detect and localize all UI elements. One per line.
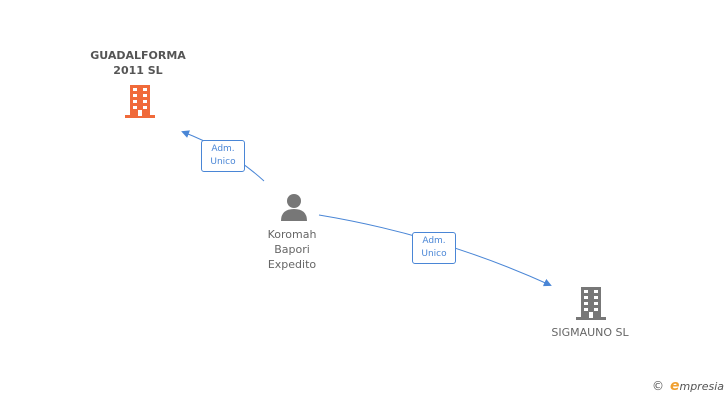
edge-label-line1: Adm. [422,236,446,246]
building-icon[interactable] [575,286,607,320]
edge-label-line1: Adm. [211,144,235,154]
company-name-line1: SIGMAUNO SL [551,326,629,339]
company-node-guadalforma-label[interactable]: GUADALFORMA 2011 SL [78,48,198,78]
company-name-line2: 2011 SL [113,64,163,77]
company-node-sigmauno-label[interactable]: SIGMAUNO SL [530,325,650,340]
edge-label-adm-unico[interactable]: Adm. Unico [201,140,245,172]
brand-watermark: © empresia [652,378,724,394]
person-icon[interactable] [279,192,309,222]
person-node-label[interactable]: Koromah Bapori Expedito [242,227,342,272]
edge-label-line2: Unico [421,249,447,259]
brand-logo: empresia [669,378,724,394]
person-name-line3: Expedito [267,258,317,271]
company-name-line1: GUADALFORMA [90,49,186,62]
person-name-line1: Koromah [267,228,317,241]
copyright-icon: © [651,379,664,393]
edge-label-adm-unico-2[interactable]: Adm. Unico [412,232,456,264]
building-icon[interactable] [124,84,156,118]
edge-label-line2: Unico [210,157,236,167]
person-name-line2: Bapori [274,243,310,256]
